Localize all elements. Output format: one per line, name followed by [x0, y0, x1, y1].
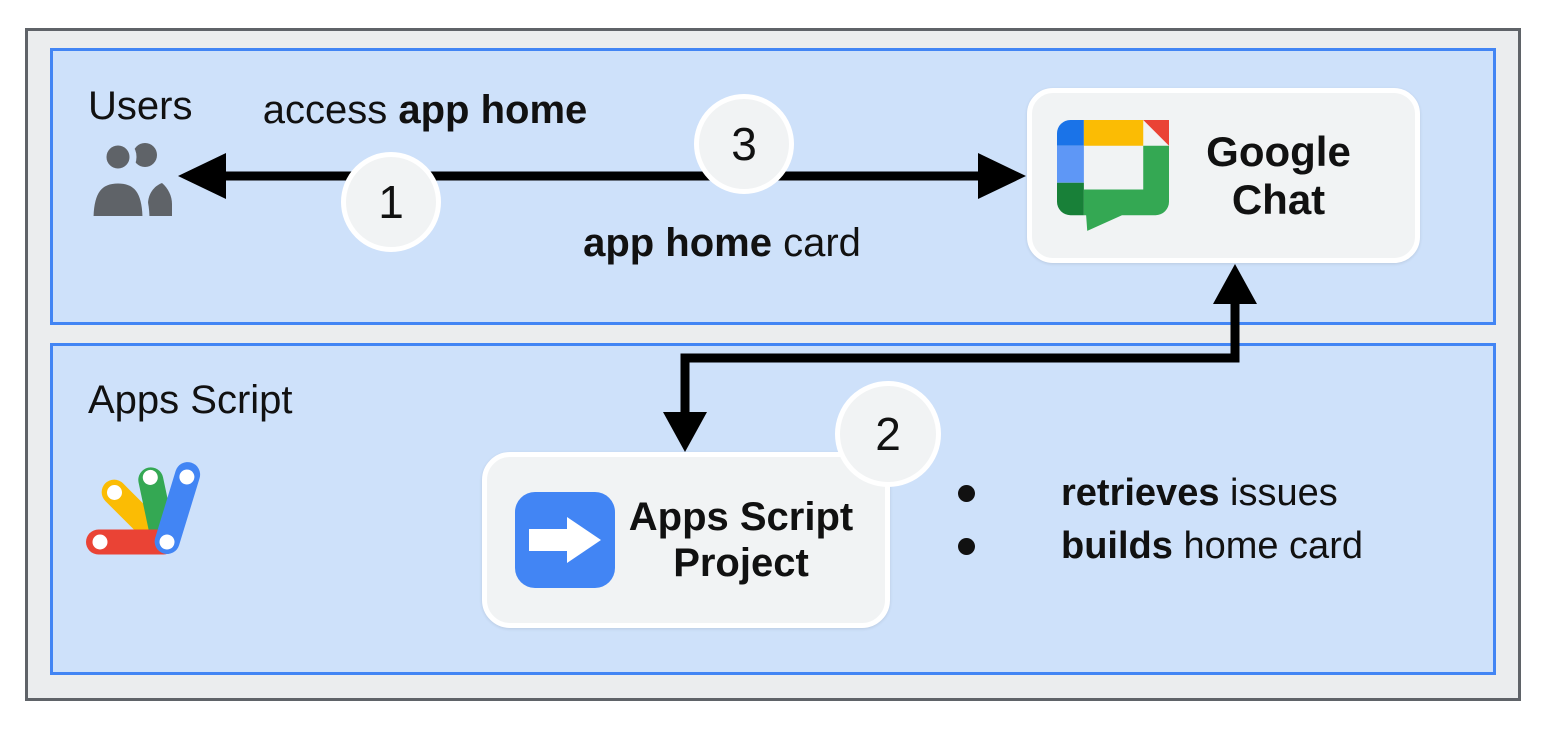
access-label-bold: app home: [398, 88, 588, 132]
users-band-label: Users: [88, 84, 193, 128]
bullet-icon: [958, 485, 975, 502]
step-2-number: 2: [875, 408, 901, 460]
users-icon: [86, 138, 172, 216]
apps-script-project-node: Apps Script Project: [482, 452, 890, 628]
access-app-home-label: access app home: [250, 88, 600, 132]
card-label-regular: card: [771, 221, 861, 265]
step-3-badge: 3: [694, 94, 794, 194]
google-chat-node: Google Chat: [1027, 88, 1420, 263]
project-actions-list: retrieves issues builds home card: [958, 470, 1363, 576]
list-item-bold: retrieves: [1061, 472, 1220, 514]
list-item-rest: home card: [1172, 525, 1363, 567]
list-item-text: retrieves issues: [1061, 470, 1338, 516]
google-chat-label-line2: Chat: [1231, 175, 1326, 223]
app-home-card-label: app home card: [557, 221, 887, 265]
project-label-line2: Project: [673, 541, 809, 585]
step-3-number: 3: [731, 118, 757, 170]
list-item-bold: builds: [1061, 525, 1173, 567]
bullet-icon: [958, 538, 975, 555]
apps-script-logo: [86, 462, 201, 555]
access-label-regular: access: [262, 88, 399, 132]
list-item-text: builds home card: [1061, 523, 1363, 569]
arrow-right-icon: [515, 492, 615, 588]
step-2-badge: 2: [835, 381, 941, 487]
card-label-bold: app home: [583, 221, 772, 265]
apps-script-project-node-label: Apps Script Project: [625, 494, 857, 586]
step-1-number: 1: [378, 176, 404, 228]
google-chat-logo: [1057, 119, 1169, 231]
step-1-badge: 1: [341, 152, 441, 252]
google-chat-label-line1: Google: [1206, 127, 1351, 175]
list-item-rest: issues: [1219, 472, 1338, 514]
list-item: builds home card: [958, 523, 1363, 569]
project-label-line1: Apps Script: [628, 495, 854, 539]
apps-script-band-label: Apps Script: [88, 378, 293, 422]
google-chat-node-label: Google Chat: [1172, 128, 1385, 224]
list-item: retrieves issues: [958, 470, 1363, 516]
